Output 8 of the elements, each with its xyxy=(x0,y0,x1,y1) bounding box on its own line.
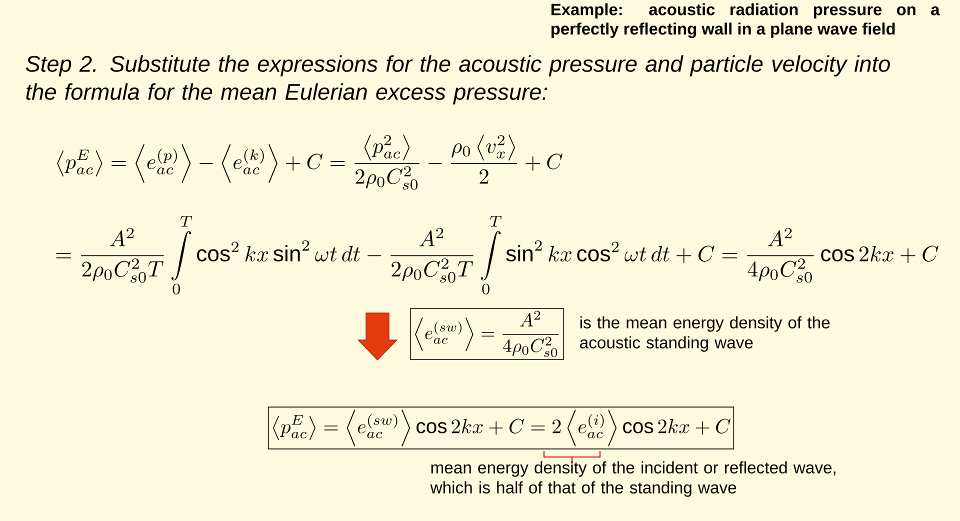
slide-title: Example: acoustic radiation pressure on a perfectly reflecting wall in a plane wave field xyxy=(552,3,940,38)
note-text: is the mean energy density of the acoustic standing wave xyxy=(580,316,830,352)
equation: $\left\langle p_{ac}^{E}\right\rangle=\left\langle e_{ac}^{(p)}\right\rangle-\left\langle e_{ac}^{(k)}\right\rangle+C=\frac{\left\langle p_{ac}^{2}\right\rangle}{2\rho_0 C_{s0}^{2}}-\frac{\rho_0\left\langle v_x^{2}\right\rangle}{2}+C$ xyxy=(57,134,562,190)
note-text: mean energy density of the incident or reflected wave, which is half of that of the standing wave xyxy=(430,461,836,497)
formula-box: $\left\langle p_{ac}^{E}\right\rangle=\left\langle e_{ac}^{(sw)}\right\rangle\cos 2kx+C=2\left\langle e_{ac}^{(i)}\right\rangle\cos 2kx+C$ xyxy=(268,406,734,450)
step-text: Step 2. Substitute the expressions for the acoustic pressure and particle velocity into the formula for the mean Eulerian excess pressure: xyxy=(26,55,890,104)
equation: $=\frac{A^2}{2\rho_0 C_{s0}^2 T}\int\limits_0^T\cos^2 kx\sin^2\omega t\,dt-\frac{A^2}{2\rho_0 C_{s0}^2 T}\int\limits_0^T\sin^2 kx\cos^2\omega t\,dt+C=\frac{A^2}{4\rho_0 C_{s0}^2}\cos 2kx+C$ xyxy=(56,216,938,294)
formula-box: $\left\langle e_{ac}^{(sw)}\right\rangle=\frac{A^2}{4\rho_0 C_{s0}^2}$ xyxy=(410,308,564,360)
